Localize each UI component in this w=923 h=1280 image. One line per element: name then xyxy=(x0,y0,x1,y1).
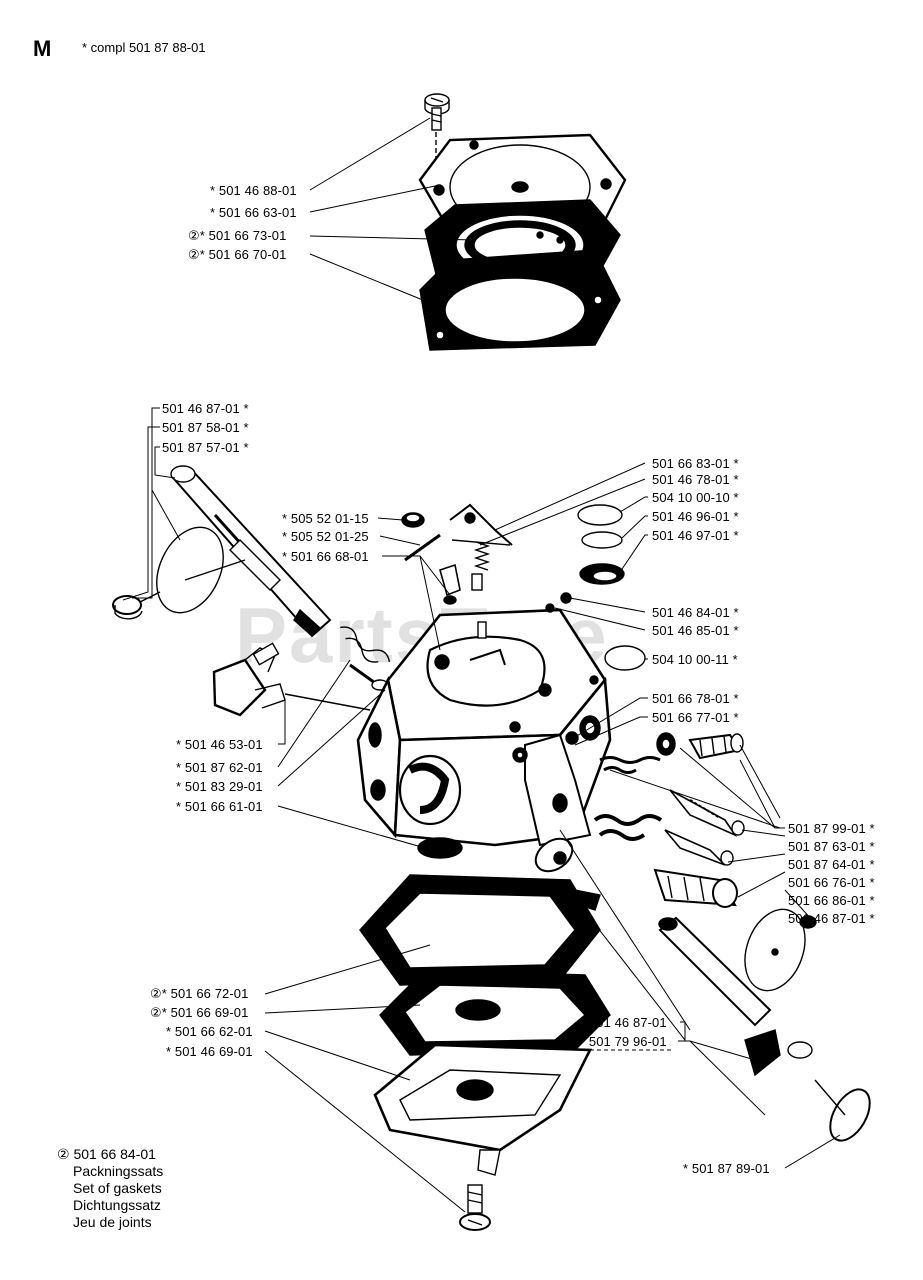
gasket-kit-legend: ② 501 66 84-01 Packningssats Set of gask… xyxy=(57,1146,163,1231)
label-return-spring: * 501 87 62-01 xyxy=(176,760,263,775)
legend-line-de: Dichtungssatz xyxy=(73,1197,161,1213)
legend-line-fr: Jeu de joints xyxy=(73,1214,152,1230)
legend-code: ② 501 66 84-01 xyxy=(57,1146,156,1162)
label-lower-diaphragm: ②* 501 66 69-01 xyxy=(150,1005,249,1020)
label-adjust-1: 501 87 99-01 * xyxy=(788,821,875,836)
label-right-upper-4: 501 46 96-01 * xyxy=(652,509,739,524)
label-pump-gasket: * 501 66 61-01 xyxy=(176,799,263,814)
carburetor-body xyxy=(356,608,612,859)
label-center-screw-1: * 505 52 01-15 xyxy=(282,511,369,526)
legend-line-sv: Packningssats xyxy=(73,1163,164,1179)
label-center-needle: * 501 66 68-01 xyxy=(282,549,369,564)
label-throttle-knob: 501 46 87-01 * xyxy=(162,401,249,416)
label-top-cover: * 501 66 63-01 xyxy=(210,205,297,220)
label-right-upper-2: 501 46 78-01 * xyxy=(652,472,739,487)
label-throttle-shaft: 501 87 57-01 * xyxy=(162,440,249,455)
label-top-screw: * 501 46 88-01 xyxy=(210,183,297,198)
label-choke-shaft: * 501 79 96-01 xyxy=(580,1034,667,1049)
section-letter: M xyxy=(33,36,52,61)
adjustment-screws xyxy=(593,732,745,908)
label-right-upper-9: 501 66 78-01 * xyxy=(652,691,739,706)
label-lower-screw: * 501 46 69-01 xyxy=(166,1044,253,1059)
fuel-elbow-fitting xyxy=(212,642,371,717)
label-center-screw-2: * 505 52 01-25 xyxy=(282,529,369,544)
label-right-upper-3: 504 10 00-10 * xyxy=(652,490,739,505)
label-top-gasket: ②* 501 66 70-01 xyxy=(188,247,287,262)
label-right-upper-10: 501 66 77-01 * xyxy=(652,710,739,725)
label-elbow-fitting: * 501 46 53-01 xyxy=(176,737,263,752)
return-spring xyxy=(340,626,391,692)
label-adjust-3: 501 87 64-01 * xyxy=(788,857,875,872)
legend-line-en: Set of gaskets xyxy=(73,1180,162,1196)
label-right-upper-8: 504 10 00-11 * xyxy=(652,652,738,667)
label-adjust-4: 501 66 76-01 * xyxy=(788,875,875,890)
leader-lines xyxy=(122,117,841,1213)
center-needle-parts xyxy=(401,503,513,605)
complete-assembly-code: * compl 501 87 88-01 xyxy=(82,40,206,55)
label-choke-knob: * 501 46 87-01 xyxy=(580,1015,667,1030)
label-lower-gasket: ②* 501 66 72-01 xyxy=(150,986,249,1001)
label-right-upper-6: 501 46 84-01 * xyxy=(652,605,739,620)
label-adjust-5: 501 66 86-01 * xyxy=(788,893,875,908)
label-choke-lever: * 501 87 89-01 xyxy=(683,1161,770,1176)
label-shaft-pin: * 501 83 29-01 xyxy=(176,779,263,794)
label-lower-plate: * 501 66 62-01 xyxy=(166,1024,253,1039)
label-adjust-2: 501 87 63-01 * xyxy=(788,839,875,854)
label-right-upper-5: 501 46 97-01 * xyxy=(652,528,739,543)
top-cover-assembly xyxy=(418,93,627,351)
label-throttle-disc: 501 87 58-01 * xyxy=(162,420,249,435)
label-right-upper-7: 501 46 85-01 * xyxy=(652,623,739,638)
lower-diaphragm-stack xyxy=(359,874,611,1231)
label-adjust-6: 501 46 87-01 * xyxy=(788,911,875,926)
throttle-shaft-assembly xyxy=(112,465,332,638)
label-right-upper-1: 501 66 83-01 * xyxy=(652,456,739,471)
label-top-diaphragm: ②* 501 66 73-01 xyxy=(188,228,287,243)
right-upper-small-parts xyxy=(545,504,646,671)
